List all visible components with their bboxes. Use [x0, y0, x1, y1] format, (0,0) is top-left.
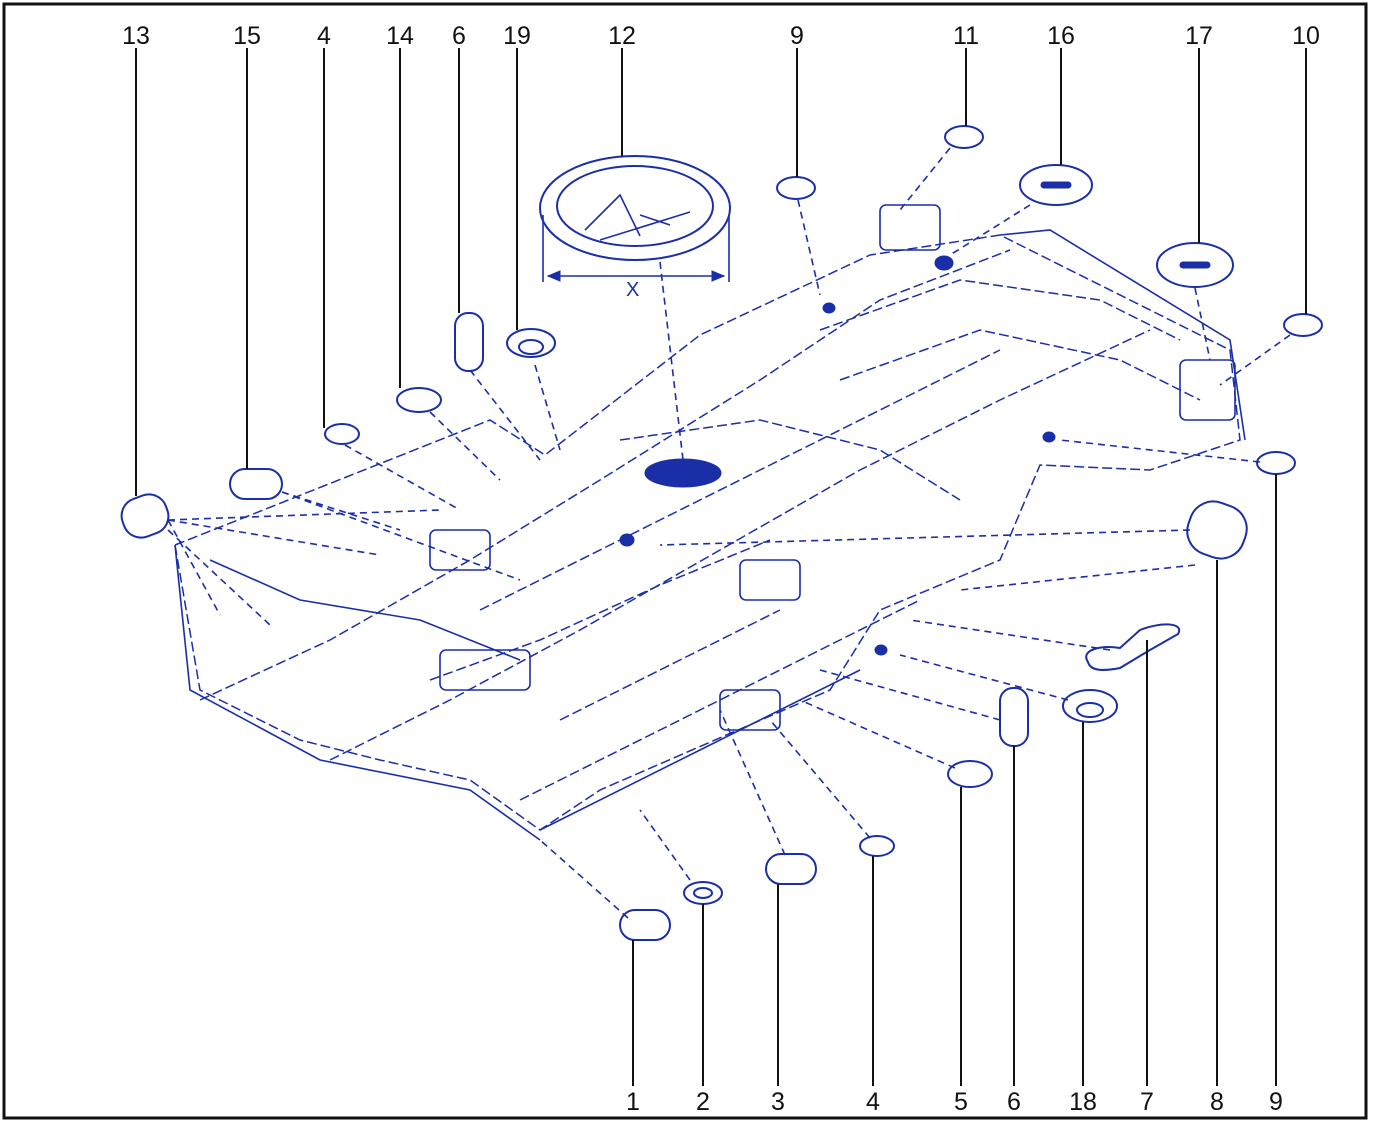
callout-14: 14 — [386, 22, 414, 50]
plug-1 — [619, 909, 671, 941]
plug-4-bottom — [859, 835, 895, 857]
plug-parts — [120, 125, 1323, 941]
callout-17: 17 — [1185, 22, 1213, 50]
callout-6-top: 6 — [452, 22, 466, 50]
plug-14 — [396, 387, 442, 413]
plug-13 — [120, 493, 170, 539]
callout-15: 15 — [233, 22, 261, 50]
callout-7: 7 — [1140, 1088, 1154, 1116]
callout-8: 8 — [1210, 1088, 1224, 1116]
plug-6-top — [454, 312, 484, 372]
plug-4-top — [324, 423, 360, 445]
callout-4-top: 4 — [317, 22, 331, 50]
leader-lines — [135, 48, 1307, 1086]
diagram-frame — [2, 2, 1368, 1120]
callout-9-bottom: 9 — [1269, 1088, 1283, 1116]
callout-13: 13 — [122, 22, 150, 50]
plug-15 — [229, 468, 283, 500]
callout-10: 10 — [1292, 22, 1320, 50]
installation-lines — [167, 147, 1291, 919]
callout-16: 16 — [1047, 22, 1075, 50]
callout-4-bottom: 4 — [866, 1088, 880, 1116]
floor-center-hole — [644, 458, 722, 488]
plug-9-right — [1256, 451, 1296, 475]
plug-8 — [1186, 500, 1248, 560]
callouts-top: 13 15 4 14 6 19 12 9 11 16 17 10 — [122, 22, 1320, 50]
callout-19: 19 — [503, 22, 531, 50]
callout-18: 18 — [1069, 1088, 1097, 1116]
plug-9-top — [776, 176, 816, 200]
callout-12: 12 — [608, 22, 636, 50]
callout-3: 3 — [771, 1088, 785, 1116]
dimension-x-label: X — [626, 279, 639, 301]
plug-6-bottom — [999, 687, 1029, 747]
callout-2: 2 — [696, 1088, 710, 1116]
callout-1: 1 — [626, 1088, 640, 1116]
plug-10 — [1283, 313, 1323, 337]
plug-3 — [765, 853, 817, 885]
callout-5: 5 — [954, 1088, 968, 1116]
plug-7 — [1085, 623, 1181, 671]
plug-11 — [944, 125, 984, 149]
callout-6-bottom: 6 — [1007, 1088, 1021, 1116]
vehicle-underbody — [174, 204, 1246, 841]
callout-9-top: 9 — [790, 22, 804, 50]
plug-5 — [947, 760, 993, 788]
access-cover-part: X — [539, 155, 731, 301]
callout-11: 11 — [953, 22, 979, 50]
callouts-bottom: 1 2 3 4 5 6 18 7 8 9 — [626, 1088, 1283, 1116]
